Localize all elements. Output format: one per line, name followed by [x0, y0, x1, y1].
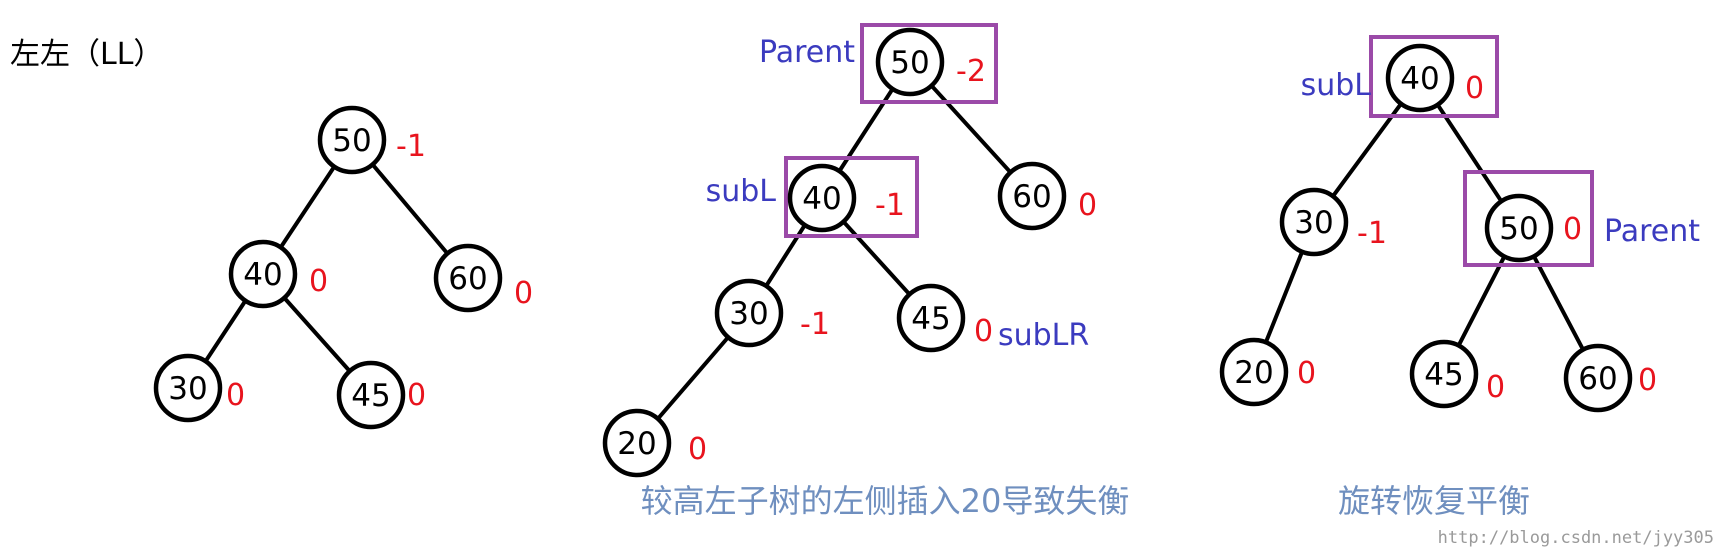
node-circle	[317, 105, 387, 175]
tree-node: 40 0	[1385, 43, 1484, 113]
node-value: 50	[332, 123, 371, 159]
node-circle	[602, 408, 672, 478]
node-circle	[1484, 193, 1554, 263]
tree-node: 20 0	[602, 408, 707, 478]
tree-node: 45 0	[896, 283, 993, 353]
tree-node: 60 0	[997, 161, 1097, 231]
tree-node: 50 -1	[317, 105, 426, 175]
balance-factor: -1	[800, 307, 830, 342]
page-title: 左左（LL）	[10, 37, 163, 72]
watermark-url: http://blog.csdn.net/jyy305	[1438, 528, 1714, 548]
tree-edge	[282, 295, 352, 374]
node-value: 20	[617, 426, 656, 462]
tree-node: 45 0	[336, 360, 426, 430]
tree-edge	[1531, 254, 1586, 352]
node-circle	[714, 278, 784, 348]
tree-edge	[203, 298, 248, 364]
tree-edge	[1330, 101, 1404, 199]
tree-edge	[841, 219, 912, 297]
tree-node: 30 -1	[714, 278, 830, 348]
tree-node: 60 0	[433, 243, 533, 313]
tree-node: 45 0	[1409, 339, 1505, 409]
node-value: 60	[448, 261, 487, 297]
tree-node: 50 0	[1484, 193, 1582, 263]
pointer-tag-sublr: subLR	[998, 318, 1089, 353]
highlight-box	[1463, 170, 1594, 267]
node-value: 40	[243, 257, 282, 293]
highlight-box	[1369, 35, 1499, 118]
pointer-tag-parent: Parent	[759, 35, 855, 70]
tree-node: 20 0	[1219, 337, 1316, 407]
pointer-tag-subl: subL	[1301, 68, 1372, 103]
node-circle	[896, 283, 966, 353]
tree-node: 30 -1	[1279, 187, 1387, 257]
balance-factor: 0	[974, 314, 993, 349]
tree-edge	[278, 164, 337, 250]
tree-edge	[370, 162, 450, 256]
node-value: 30	[729, 296, 768, 332]
tree-node: 60 0	[1563, 343, 1657, 413]
balance-factor: 0	[1638, 363, 1657, 398]
tree-edge	[1456, 254, 1507, 348]
balance-factor: -1	[875, 188, 905, 223]
node-circle	[153, 353, 223, 423]
node-circle	[787, 163, 857, 233]
tree-edge	[1263, 249, 1305, 345]
balance-factor: 0	[688, 432, 707, 467]
balance-factor: 0	[407, 378, 426, 413]
node-value: 60	[1012, 179, 1051, 215]
node-value: 50	[1499, 211, 1538, 247]
node-circle	[997, 161, 1067, 231]
node-circle	[1385, 43, 1455, 113]
balance-factor: 0	[1078, 188, 1097, 223]
caption-rotated: 旋转恢复平衡	[1338, 482, 1530, 520]
node-value: 30	[168, 371, 207, 407]
node-circle	[336, 360, 406, 430]
panel-after-rotation: 40 0 30 -1 50 0 20 0 45 0 60 0 subL Parent	[1219, 35, 1700, 413]
node-value: 45	[911, 301, 950, 337]
tree-node: 50 -2	[875, 27, 986, 97]
balance-factor: 0	[226, 378, 245, 413]
balance-factor: 0	[1297, 356, 1316, 391]
balance-factor: -2	[956, 54, 986, 89]
highlight-box	[860, 23, 998, 104]
tree-edge	[1435, 102, 1504, 204]
balance-factor: 0	[1486, 370, 1505, 405]
node-value: 40	[1400, 61, 1439, 97]
tree-node: 30 0	[153, 353, 245, 423]
node-value: 50	[890, 45, 929, 81]
node-value: 60	[1578, 361, 1617, 397]
node-circle	[228, 239, 298, 309]
balance-factor: 0	[309, 264, 328, 299]
caption-unbalanced: 较高左子树的左侧插入20导致失衡	[641, 482, 1130, 520]
node-circle	[1409, 339, 1479, 409]
node-circle	[433, 243, 503, 313]
tree-node: 40 0	[228, 239, 328, 309]
node-value: 40	[802, 181, 841, 217]
pointer-tag-parent: Parent	[1604, 214, 1700, 249]
balance-factor: -1	[1357, 216, 1387, 251]
node-value: 30	[1294, 205, 1333, 241]
balance-factor: -1	[396, 129, 426, 164]
node-circle	[1279, 187, 1349, 257]
balance-factor: 0	[1563, 212, 1582, 247]
balance-factor: 0	[514, 276, 533, 311]
panel-before-insert: 50 -1 40 0 60 0 30 0 45 0	[153, 105, 533, 430]
node-value: 45	[351, 378, 390, 414]
node-circle	[1219, 337, 1289, 407]
node-value: 45	[1424, 357, 1463, 393]
tree-edge	[929, 83, 1013, 175]
tree-node: 40 -1	[787, 163, 905, 233]
panel-unbalanced-after-insert: 50 -2 40 -1 60 0 30 -1 45 0 20 0 Parent subL subLR	[602, 23, 1097, 478]
tree-edge	[655, 335, 731, 421]
node-circle	[1563, 343, 1633, 413]
highlight-box	[784, 156, 919, 238]
node-circle	[875, 27, 945, 97]
balance-factor: 0	[1465, 71, 1484, 106]
node-value: 20	[1234, 355, 1273, 391]
pointer-tag-subl: subL	[706, 174, 777, 209]
